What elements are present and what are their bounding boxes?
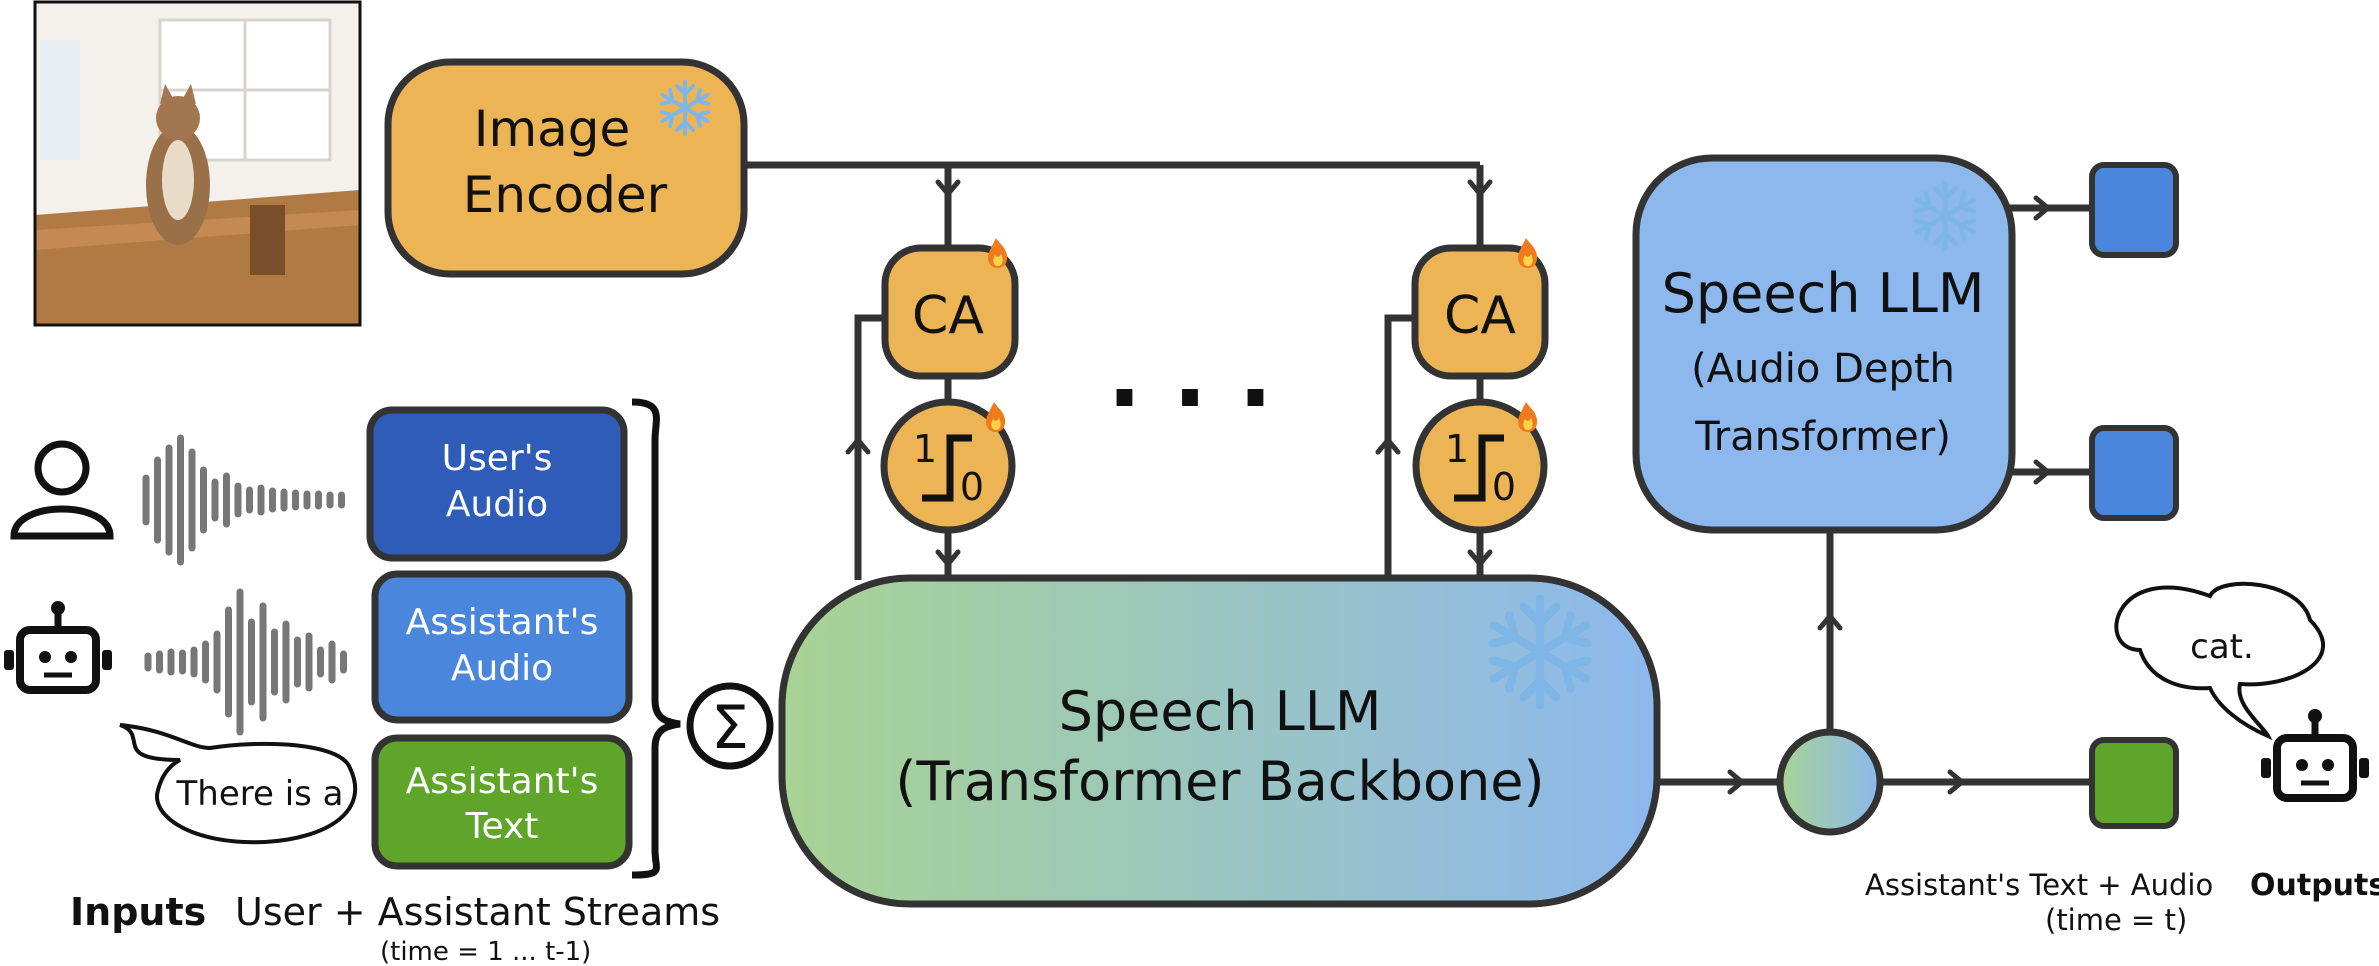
ca-label: CA (912, 286, 984, 346)
trainable-flame-icon (986, 402, 1006, 432)
output-audio-token (2089, 162, 2179, 258)
merge-node (1776, 728, 1884, 836)
cross-attention-block-right: CA (1411, 238, 1549, 380)
speech-bubble-output-text: cat. (2190, 627, 2254, 667)
grouping-brace (631, 398, 681, 879)
output-text-token (2089, 737, 2179, 829)
inputs-label-sub: (time = 1 ... t-1) (380, 937, 591, 966)
gate-zero: 0 (960, 465, 984, 509)
svg-text:Text: Text (465, 806, 539, 847)
outputs-label-text: Assistant's Text + Audio (1865, 868, 2213, 902)
svg-text:Audio: Audio (451, 648, 553, 689)
outputs-label-sub: (time = t) (2045, 903, 2187, 937)
stream-user-audio: User's Audio (366, 406, 628, 562)
gate-zero: 0 (1492, 465, 1516, 509)
svg-text:Assistant's: Assistant's (406, 602, 599, 643)
image-encoder-label-line2: Encoder (463, 166, 668, 224)
inputs-label-text: User + Assistant Streams (235, 890, 720, 934)
speech-bubble-input-text: There is a (176, 774, 344, 814)
sum-node: Σ (686, 682, 774, 770)
gate-step-icon (1454, 434, 1504, 502)
depth-label-line3: Transformer) (1694, 414, 1951, 460)
depth-label-line1: Speech LLM (1662, 262, 1985, 325)
gate-block-right: 1 0 (1412, 398, 1548, 534)
output-audio-token (2089, 425, 2179, 521)
backbone-label-line1: Speech LLM (1059, 680, 1382, 743)
gate-step-icon (922, 434, 972, 502)
image-encoder-block: Image Encoder (384, 58, 748, 278)
flow-arrows (845, 179, 2052, 795)
speech-bubble-input: There is a (119, 723, 358, 845)
gate-one: 1 (913, 427, 937, 471)
gate-one: 1 (1445, 427, 1469, 471)
speech-llm-depth-block: Speech LLM (Audio Depth Transformer) (1632, 154, 2016, 534)
assistant-waveform-icon (144, 588, 347, 736)
sum-symbol: Σ (711, 693, 749, 763)
speech-bubble-output: cat. (2114, 581, 2326, 741)
speech-llm-backbone-block: Speech LLM (Transformer Backbone) (778, 574, 1661, 908)
svg-text:User's: User's (442, 438, 553, 479)
gate-block-left: 1 0 (880, 398, 1016, 534)
connections (742, 161, 2092, 786)
image-encoder-label-line1: Image (474, 100, 631, 158)
stream-assistant-text: Assistant's Text (371, 734, 633, 870)
outputs-label-bold: Outputs (2250, 868, 2379, 903)
assistant-robot-icon (2261, 709, 2369, 798)
svg-text:Audio: Audio (446, 484, 548, 525)
inputs-label-bold: Inputs (70, 890, 206, 934)
trainable-flame-icon (1518, 238, 1538, 268)
user-waveform-icon (142, 434, 345, 566)
backbone-label-line2: (Transformer Backbone) (895, 750, 1544, 813)
stream-assistant-audio: Assistant's Audio (371, 570, 633, 724)
trainable-flame-icon (988, 238, 1008, 268)
cross-attention-block-left: CA (881, 238, 1019, 380)
cat-photo (33, 0, 362, 327)
trainable-flame-icon (1518, 402, 1538, 432)
depth-label-line2: (Audio Depth (1691, 346, 1955, 392)
svg-text:Assistant's: Assistant's (406, 761, 599, 802)
ca-label: CA (1444, 286, 1516, 346)
user-icon (10, 440, 114, 540)
assistant-robot-icon (4, 601, 112, 690)
ellipsis: . . . (1107, 323, 1272, 428)
